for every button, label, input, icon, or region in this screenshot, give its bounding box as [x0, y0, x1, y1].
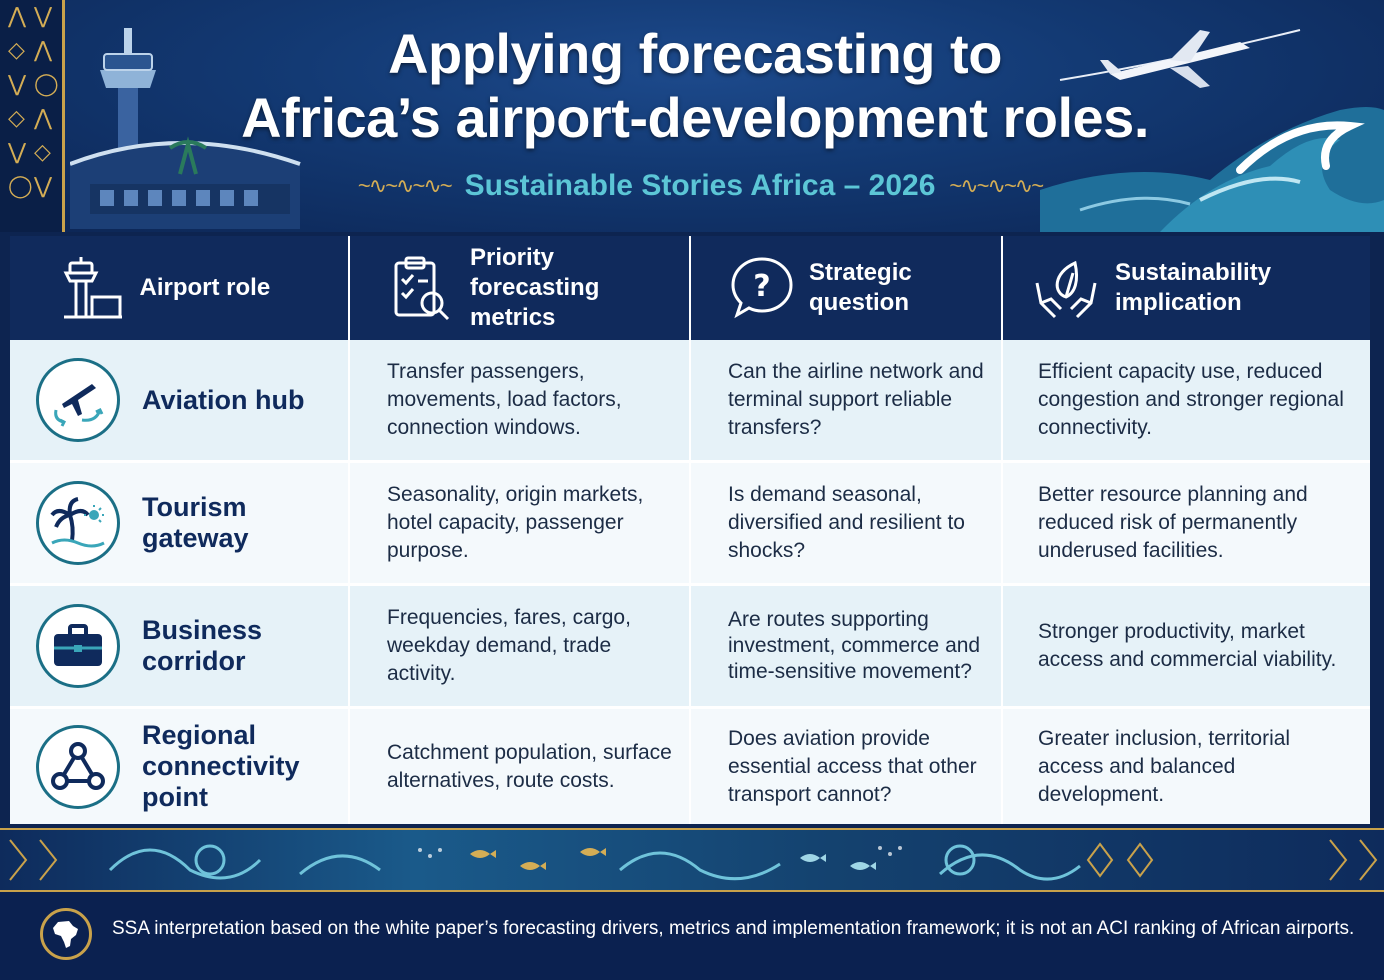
implication-cell: Better resource planning and reduced ris… — [1003, 463, 1370, 583]
roles-table: Airport role Priority forecasting metric… — [10, 236, 1370, 824]
airplane-transfer-icon — [36, 358, 120, 442]
role-cell: Tourism gateway — [10, 463, 350, 583]
title-line-1: Applying forecasting to — [388, 22, 1002, 85]
subtitle-row: ~∿~∿~∿~ Sustainable Stories Africa – 202… — [330, 166, 1070, 206]
question-cell: Can the airline network and terminal sup… — [691, 340, 1003, 460]
footnote: SSA interpretation based on the white pa… — [112, 918, 1355, 939]
question-bubble-icon: ? — [727, 251, 797, 325]
clipboard-search-icon — [384, 251, 458, 325]
table-row: Regional connectivity point Catchment po… — [10, 709, 1370, 824]
metrics-text: Frequencies, fares, cargo, weekday deman… — [387, 606, 631, 685]
palm-tree-icon — [36, 481, 120, 565]
role-label: Aviation hub — [142, 384, 305, 415]
table-row: Aviation hub Transfer passengers, moveme… — [10, 340, 1370, 460]
metrics-cell: Transfer passengers, movements, load fac… — [350, 340, 691, 460]
metrics-text: Transfer passengers, movements, load fac… — [387, 360, 622, 439]
column-header-label: Airport role — [139, 274, 271, 301]
implication-cell: Greater inclusion, territorial access an… — [1003, 709, 1370, 824]
column-header-question: ? Strategic question — [691, 236, 1003, 340]
implication-cell: Stronger productivity, market access and… — [1003, 586, 1370, 706]
role-label: Regional connectivity point — [142, 720, 300, 812]
column-header-implication: Sustainability implication — [1003, 236, 1370, 340]
row-divider — [10, 583, 1370, 586]
africa-map-icon — [40, 908, 92, 960]
question-cell: Does aviation provide essential access t… — [691, 709, 1003, 824]
row-divider — [10, 706, 1370, 709]
implication-text: Better resource planning and reduced ris… — [1038, 483, 1308, 562]
role-cell: Regional connectivity point — [10, 709, 350, 824]
header-banner: ⋀ ⋁ ◇ ⋀ ⋁ ◯ ◇ ⋀ ⋁ ◇ ◯ ⋁ — [0, 0, 1384, 232]
briefcase-icon — [36, 604, 120, 688]
metrics-text: Catchment population, surface alternativ… — [387, 740, 672, 792]
metrics-cell: Seasonality, origin markets, hotel capac… — [350, 463, 691, 583]
control-tower-icon — [70, 28, 301, 229]
column-header-airport-role: Airport role — [10, 236, 350, 340]
page-title: Applying forecasting to Africa’s airport… — [130, 22, 1260, 150]
role-cell: Business corridor — [10, 586, 350, 706]
decorative-wave-band — [0, 828, 1384, 892]
implication-text: Greater inclusion, territorial access an… — [1038, 726, 1291, 806]
role-label: Business corridor — [142, 615, 263, 676]
role-cell: Aviation hub — [10, 340, 350, 460]
column-header-label: Priority forecasting metrics — [470, 244, 600, 331]
metrics-cell: Frequencies, fares, cargo, weekday deman… — [350, 586, 691, 706]
question-cell: Are routes supporting investment, commer… — [691, 586, 1003, 706]
implication-cell: Efficient capacity use, reduced congesti… — [1003, 340, 1370, 460]
table-header-row: Airport role Priority forecasting metric… — [10, 236, 1370, 340]
implication-text: Stronger productivity, market access and… — [1038, 620, 1337, 671]
control-tower-icon — [54, 251, 127, 325]
subtitle: Sustainable Stories Africa – 2026 — [464, 169, 936, 202]
metrics-text: Seasonality, origin markets, hotel capac… — [387, 483, 644, 562]
svg-text:?: ? — [753, 269, 770, 304]
row-divider — [10, 460, 1370, 463]
table-row: Tourism gateway Seasonality, origin mark… — [10, 463, 1370, 583]
question-text: Are routes supporting investment, commer… — [728, 608, 981, 683]
hands-leaf-icon — [1029, 251, 1103, 325]
question-text: Is demand seasonal, diversified and resi… — [728, 483, 965, 562]
column-header-label: Sustainability implication — [1115, 259, 1272, 316]
implication-text: Efficient capacity use, reduced congesti… — [1038, 360, 1344, 439]
airplane-icon — [1059, 29, 1301, 88]
gold-ornament-left: ~∿~∿~∿~ — [357, 173, 453, 198]
role-label: Tourism gateway — [142, 492, 249, 553]
network-triangle-icon — [36, 724, 120, 809]
title-line-2: Africa’s airport-development roles. — [241, 86, 1149, 149]
ocean-wave-icon — [1040, 107, 1384, 232]
table-row: Business corridor Frequencies, fares, ca… — [10, 586, 1370, 706]
column-header-label: Strategic question — [809, 259, 912, 316]
footer: SSA interpretation based on the white pa… — [0, 892, 1384, 980]
question-text: Does aviation provide essential access t… — [728, 726, 977, 806]
column-header-metrics: Priority forecasting metrics — [350, 236, 691, 340]
african-pattern-strip: ⋀ ⋁ ◇ ⋀ ⋁ ◯ ◇ ⋀ ⋁ ◇ ◯ ⋁ — [0, 0, 65, 232]
question-cell: Is demand seasonal, diversified and resi… — [691, 463, 1003, 583]
gold-ornament-right: ~∿~∿~∿~ — [949, 173, 1044, 198]
question-text: Can the airline network and terminal sup… — [728, 360, 984, 439]
metrics-cell: Catchment population, surface alternativ… — [350, 709, 691, 824]
